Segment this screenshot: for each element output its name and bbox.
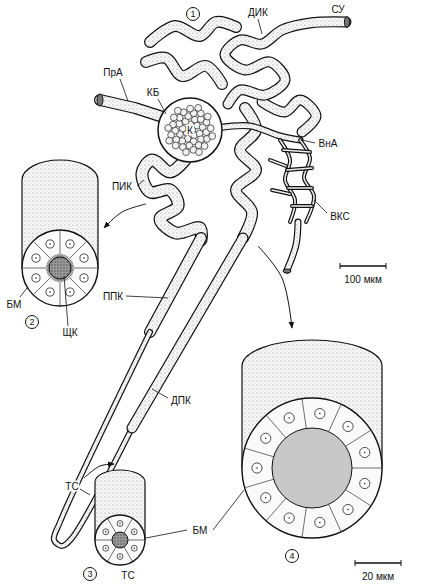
part-label: ППК — [102, 291, 124, 302]
part-label: ТС — [120, 570, 135, 581]
tubule-fill — [292, 205, 312, 207]
part-label: ТС — [64, 481, 79, 492]
pointer-arrow — [258, 246, 292, 328]
leader-line — [80, 489, 90, 495]
tubule-outline — [287, 168, 312, 170]
tubule-outline — [292, 204, 312, 208]
duct-opening — [345, 17, 350, 28]
distal-tubule-section — [242, 340, 382, 538]
tubule-outline — [142, 160, 202, 240]
tubule-fill — [218, 126, 300, 140]
tubule-fill — [150, 22, 236, 42]
glomerulus-tuft — [165, 104, 216, 155]
tubule-fill — [146, 58, 222, 84]
tubule-fill — [100, 100, 166, 118]
tubule-outline — [287, 222, 298, 270]
leader-line — [213, 490, 244, 530]
tubule-fill — [283, 150, 310, 152]
tubule-outline — [262, 100, 316, 132]
leader-line — [152, 389, 168, 398]
part-label: ДПК — [170, 395, 192, 406]
tubule-outline — [150, 22, 236, 42]
callout-number: 4 — [285, 549, 299, 563]
part-label: БМ — [192, 525, 209, 536]
part-label: ПИК — [111, 181, 133, 192]
part-label: СУ — [330, 4, 345, 15]
leader-line — [158, 99, 166, 114]
tubule-outline — [272, 190, 290, 194]
leader-line — [64, 276, 68, 326]
tubule-outline — [218, 126, 300, 140]
leader-line — [137, 180, 144, 186]
tubule-fill — [272, 190, 290, 194]
part-label: ПрА — [102, 67, 123, 78]
part-label: ВнА — [318, 138, 339, 149]
tubule-outline — [288, 186, 312, 190]
vessel-opening — [283, 269, 291, 273]
bowman-capsule — [158, 98, 222, 162]
leader-line — [302, 140, 315, 143]
scale-label: 20 мкм — [361, 571, 395, 582]
leader-line — [258, 19, 262, 34]
callout-number: 3 — [83, 567, 97, 581]
tubule-fill — [270, 160, 286, 166]
tubule-fill — [287, 168, 312, 170]
part-label: КБ — [146, 87, 160, 98]
tubule-fill — [287, 222, 298, 270]
scale-bar — [340, 263, 386, 269]
tubule-outline — [225, 22, 346, 104]
proximal-tubule-section — [22, 160, 98, 306]
leader-line — [314, 200, 327, 213]
tubule-outline — [54, 332, 150, 546]
tubule-fill — [225, 22, 346, 104]
pointer-arrow — [84, 464, 114, 478]
leader-line — [126, 296, 168, 298]
vessel-opening — [97, 94, 103, 106]
tubule-outline — [283, 150, 310, 152]
scale-label: 100 мкм — [343, 274, 383, 285]
leader-line — [20, 288, 27, 297]
thin-segment-section — [95, 470, 145, 565]
tubule-fill — [132, 238, 243, 428]
pointer-arrow — [104, 204, 146, 228]
tubule-outline — [270, 160, 286, 166]
tubule-outline — [100, 100, 166, 118]
part-label: К — [186, 125, 194, 136]
part-label: ДИК — [247, 7, 269, 18]
tubule-fill — [262, 100, 316, 132]
leader-line — [120, 79, 128, 101]
part-label: БМ — [6, 299, 23, 310]
tubule-fill — [288, 187, 312, 189]
tubule-fill — [142, 160, 202, 240]
callout-number: 2 — [25, 315, 39, 329]
callout-number: 1 — [186, 7, 200, 21]
part-label: ВКС — [329, 211, 351, 222]
tubule-outline — [132, 238, 243, 428]
scale-bar — [355, 560, 401, 566]
leader-line — [146, 530, 187, 538]
tubule-outline — [146, 58, 222, 84]
part-label: ЩК — [61, 327, 78, 338]
tubule-fill — [54, 332, 150, 546]
